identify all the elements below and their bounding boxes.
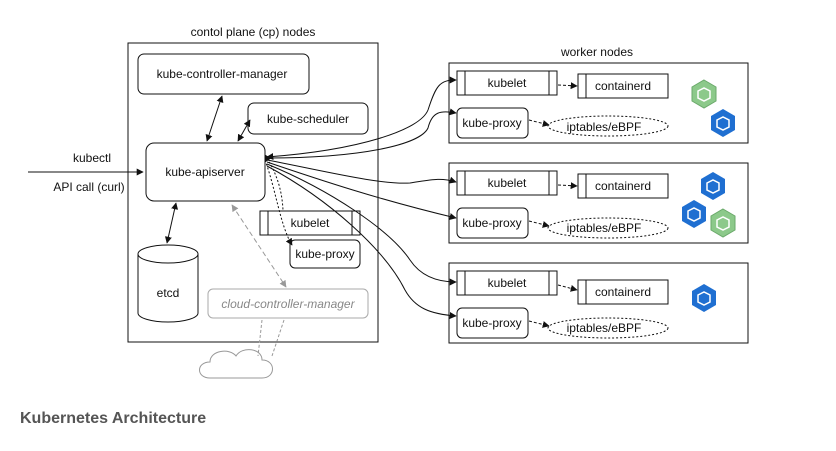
worker3-kubelet-label: kubelet <box>488 276 527 290</box>
cloud-controller-manager-label: cloud-controller-manager <box>221 297 355 311</box>
worker2-kube-proxy-box[interactable] <box>456 207 529 239</box>
kube-controller-manager-box[interactable] <box>137 53 310 95</box>
pod-icon-blue <box>701 172 725 200</box>
worker1-kube-proxy-box[interactable] <box>456 107 529 139</box>
worker1-kube-proxy-label: kube-proxy <box>462 116 521 130</box>
kube-scheduler-label: kube-scheduler <box>267 112 349 126</box>
worker1-containerd-label: containerd <box>595 79 651 93</box>
diagram-caption: Kubernetes Architecture <box>20 410 207 427</box>
worker-node-2: kubelet containerd kube-proxy iptables/e… <box>448 162 749 244</box>
worker2-kube-proxy-label: kube-proxy <box>462 216 521 230</box>
arrow-apiserver-worker3-kubelet <box>266 163 457 286</box>
control-plane-title: contol plane (cp) nodes <box>191 25 316 39</box>
worker3-kubelet-box[interactable] <box>456 270 558 296</box>
worker-node-1: kubelet containerd kube-proxy iptables/e… <box>448 62 749 144</box>
arrow-apiserver-worker1-kubelet <box>266 76 457 161</box>
worker1-kubelet-label: kubelet <box>488 76 527 90</box>
worker3-iptables-label: iptables/eBPF <box>567 321 642 335</box>
worker2-iptables-label: iptables/eBPF <box>567 221 642 235</box>
arrow-apiserver-worker2-kube-proxy <box>266 161 457 220</box>
cloud-controller-manager-box[interactable] <box>207 288 369 319</box>
cp-kube-proxy-label: kube-proxy <box>295 247 354 261</box>
worker2-kubelet-box[interactable] <box>456 170 558 196</box>
etcd-label: etcd <box>157 286 180 300</box>
pod-icon-green <box>691 79 717 109</box>
kube-apiserver-label: kube-apiserver <box>165 165 244 179</box>
worker2-iptables-ellipse[interactable] <box>547 217 669 239</box>
pod-icon-blue <box>682 200 706 228</box>
worker1-iptables-label: iptables/eBPF <box>567 120 642 134</box>
worker3-iptables-ellipse[interactable] <box>547 317 669 339</box>
api-call-label: API call (curl) <box>53 180 124 194</box>
worker2-kubelet-label: kubelet <box>488 176 527 190</box>
kube-apiserver-box[interactable] <box>145 142 266 202</box>
worker2-containerd-label: containerd <box>595 179 651 193</box>
worker-nodes-title: worker nodes <box>560 45 633 59</box>
worker1-containerd-box[interactable] <box>577 73 669 99</box>
kubectl-label: kubectl <box>73 151 111 165</box>
cp-kube-proxy-box[interactable] <box>289 239 361 269</box>
arrow-apiserver-worker2-kubelet <box>266 159 457 184</box>
worker3-containerd-box[interactable] <box>577 279 669 305</box>
worker3-kube-proxy-box[interactable] <box>456 307 529 339</box>
kube-controller-manager-label: kube-controller-manager <box>157 67 288 81</box>
pod-icon-green <box>710 208 736 238</box>
arrow-apiserver-controller-manager <box>205 95 224 142</box>
arrow-cloud-controller-cloud <box>257 319 285 357</box>
arrow-apiserver-etcd <box>164 202 179 244</box>
etcd-cylinder[interactable] <box>137 244 199 323</box>
pod-icon-blue <box>692 284 716 312</box>
worker3-containerd-label: containerd <box>595 285 651 299</box>
worker3-kube-proxy-label: kube-proxy <box>462 316 521 330</box>
arrow-apiserver-scheduler <box>237 119 251 142</box>
arrow-apiserver-cloud-controller <box>231 204 287 288</box>
pod-icon-blue <box>711 109 735 137</box>
cloud-provider-icon <box>199 349 273 379</box>
arrow-apiserver-worker3-kube-proxy <box>266 165 457 320</box>
worker2-containerd-box[interactable] <box>577 173 669 199</box>
worker1-kubelet-box[interactable] <box>456 70 558 96</box>
arrow-apiserver-worker1-kube-proxy <box>266 108 457 159</box>
cp-kubelet-label: kubelet <box>291 216 330 230</box>
